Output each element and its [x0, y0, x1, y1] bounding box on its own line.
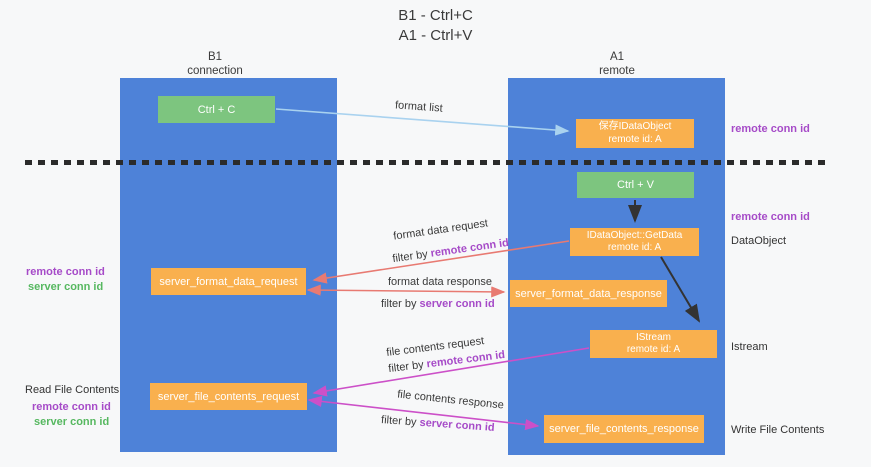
- label-filter-format-request: filter by remote conn id: [391, 236, 510, 266]
- title-line-2: A1 - Ctrl+V: [398, 27, 473, 44]
- label-format-data-request: format data request: [392, 217, 489, 243]
- right-remote-conn-id-1: remote conn id: [731, 123, 810, 135]
- label-filter-file-response: filter by server conn id: [380, 414, 495, 434]
- label-format-data-response: format data response: [388, 276, 492, 288]
- node-ctrl-c-label: Ctrl + C: [197, 103, 236, 116]
- label-server-conn-id-2: server conn id: [419, 416, 495, 434]
- label-format-list: format list: [394, 99, 444, 115]
- node-server-file-contents-request: server_file_contents_request: [150, 383, 307, 410]
- node-ctrl-c: Ctrl + C: [158, 96, 275, 123]
- label-filter-format-response: filter by server conn id: [381, 298, 495, 310]
- column-header-b1: B1 connection: [155, 50, 275, 78]
- arrow-format-data-response: [306, 284, 506, 298]
- column-header-a1: A1 remote: [557, 50, 677, 78]
- node-server-format-data-response-label: server_format_data_response: [515, 287, 662, 300]
- column-a1-name: A1: [609, 51, 625, 63]
- title-line-1: B1 - Ctrl+C: [398, 7, 473, 24]
- diagram-title: B1 - Ctrl+C A1 - Ctrl+V: [0, 6, 871, 46]
- label-remote-conn-id: remote conn id: [429, 236, 510, 260]
- column-b1-role: connection: [187, 65, 243, 77]
- node-getdata-line1: IDataObject::GetData: [586, 229, 683, 241]
- node-server-file-contents-request-label: server_file_contents_request: [157, 390, 300, 403]
- node-server-format-data-request: server_format_data_request: [151, 268, 306, 295]
- node-ctrl-v: Ctrl + V: [577, 172, 694, 198]
- node-istream: IStream remote id: A: [590, 330, 717, 358]
- right-write-file-contents-label: Write File Contents: [731, 424, 825, 436]
- node-getdata-line2: remote id: A: [607, 242, 662, 253]
- node-ctrl-v-label: Ctrl + V: [617, 179, 654, 191]
- label-file-contents-response: file contents response: [396, 388, 505, 412]
- node-save-idataobject: 保存IDataObject remote id: A: [576, 119, 694, 148]
- node-server-format-data-response: server_format_data_response: [510, 280, 667, 307]
- phase-divider-dashed-line: [25, 160, 831, 165]
- node-server-file-contents-response: server_file_contents_response: [544, 415, 704, 443]
- node-server-format-data-request-label: server_format_data_request: [159, 275, 298, 288]
- node-server-file-contents-response-label: server_file_contents_response: [549, 423, 699, 435]
- node-istream-line1: IStream: [635, 331, 671, 343]
- column-a1-role: remote: [599, 65, 635, 77]
- left-remote-conn-id-1: remote conn id: [26, 266, 105, 278]
- column-b1-name: B1: [207, 51, 223, 63]
- right-remote-conn-id-2: remote conn id: [731, 211, 810, 223]
- left-server-conn-id-1: server conn id: [28, 281, 104, 293]
- left-read-file-contents-label: Read File Contents: [25, 384, 120, 396]
- node-save-idataobject-line1: 保存IDataObject: [598, 121, 672, 132]
- node-save-idataobject-line2: remote id: A: [608, 133, 662, 145]
- node-istream-line2: remote id: A: [626, 344, 681, 355]
- right-istream-label: Istream: [731, 341, 768, 353]
- left-server-conn-id-2: server conn id: [34, 416, 110, 428]
- right-dataobject-label: DataObject: [731, 235, 787, 247]
- node-idataobject-getdata: IDataObject::GetData remote id: A: [570, 228, 699, 256]
- left-remote-conn-id-2: remote conn id: [32, 401, 111, 413]
- label-server-conn-id: server conn id: [419, 298, 495, 310]
